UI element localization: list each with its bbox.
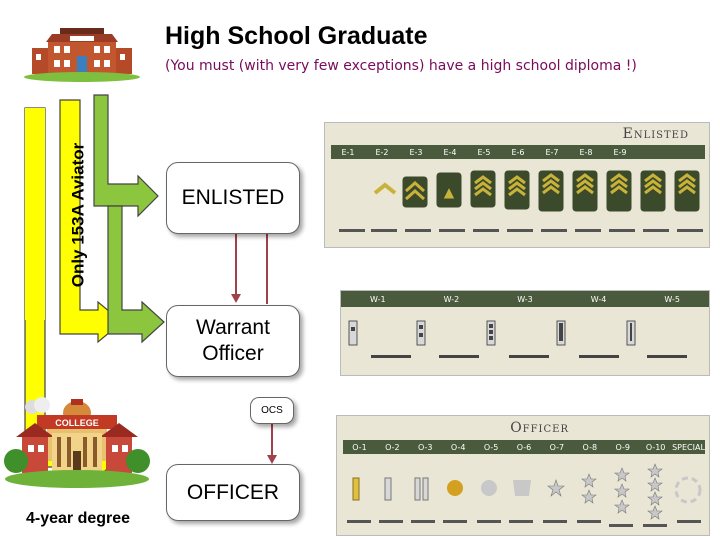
grade-o10: O-10 <box>639 443 672 452</box>
grade-special: SPECIAL <box>672 443 705 452</box>
grade-e6: E-6 <box>501 148 535 157</box>
grade-w1: W-1 <box>341 295 415 304</box>
grade-w5: W-5 <box>635 295 709 304</box>
warrant-box-line2: Officer <box>202 341 263 367</box>
grade-e2: E-2 <box>365 148 399 157</box>
warrant-rank-chart: W-1 W-2 W-3 W-4 W-5 <box>340 290 710 376</box>
officer-chart-title: Officer <box>510 420 569 436</box>
warrant-box-line1: Warrant <box>196 315 270 341</box>
enlisted-rank-chart: Enlisted E-1 E-2 E-3 E-4 E-5 E-6 E-7 E-8… <box>324 122 710 248</box>
aviator-label: Only 153A Aviator <box>63 110 93 320</box>
warrant-insignia-row <box>341 313 709 373</box>
enlisted-box-label: ENLISTED <box>182 186 285 210</box>
grade-e1: E-1 <box>331 148 365 157</box>
grade-e4: E-4 <box>433 148 467 157</box>
enlisted-insignia-row <box>331 163 705 245</box>
grade-e8: E-8 <box>569 148 603 157</box>
grade-w2: W-2 <box>415 295 489 304</box>
warrant-officer-box: Warrant Officer <box>166 305 300 377</box>
officer-box-label: OFFICER <box>187 481 279 505</box>
officer-rank-chart: Officer O-1 O-2 O-3 O-4 O-5 O-6 O-7 O-8 … <box>336 415 710 536</box>
enlisted-grade-header: E-1 E-2 E-3 E-4 E-5 E-6 E-7 E-8 E-9 <box>331 145 705 159</box>
grade-o3: O-3 <box>409 443 442 452</box>
green-path-to-enlisted <box>94 95 158 216</box>
grade-o2: O-2 <box>376 443 409 452</box>
grade-o8: O-8 <box>573 443 606 452</box>
officer-box: OFFICER <box>166 464 300 521</box>
grade-o5: O-5 <box>475 443 508 452</box>
grade-e7: E-7 <box>535 148 569 157</box>
grade-o7: O-7 <box>540 443 573 452</box>
svg-text:COLLEGE: COLLEGE <box>55 418 99 428</box>
college-icon: COLLEGE <box>2 393 152 503</box>
grade-e3: E-3 <box>399 148 433 157</box>
warrant-grade-header: W-1 W-2 W-3 W-4 W-5 <box>341 291 709 307</box>
grade-w4: W-4 <box>562 295 636 304</box>
grade-e9: E-9 <box>603 148 637 157</box>
ocs-box: OCS <box>250 397 294 424</box>
enlisted-chart-title: Enlisted <box>623 126 689 142</box>
ocs-box-label: OCS <box>261 405 283 416</box>
grade-o9: O-9 <box>606 443 639 452</box>
officer-grade-header: O-1 O-2 O-3 O-4 O-5 O-6 O-7 O-8 O-9 O-10… <box>343 440 705 454</box>
grade-o6: O-6 <box>508 443 541 452</box>
officer-insignia-row <box>343 458 705 534</box>
degree-label: 4-year degree <box>26 510 130 528</box>
enlisted-box: ENLISTED <box>166 162 300 234</box>
green-path-to-warrant <box>108 206 164 342</box>
grade-o4: O-4 <box>442 443 475 452</box>
grade-e5: E-5 <box>467 148 501 157</box>
grade-w3: W-3 <box>488 295 562 304</box>
grade-o1: O-1 <box>343 443 376 452</box>
